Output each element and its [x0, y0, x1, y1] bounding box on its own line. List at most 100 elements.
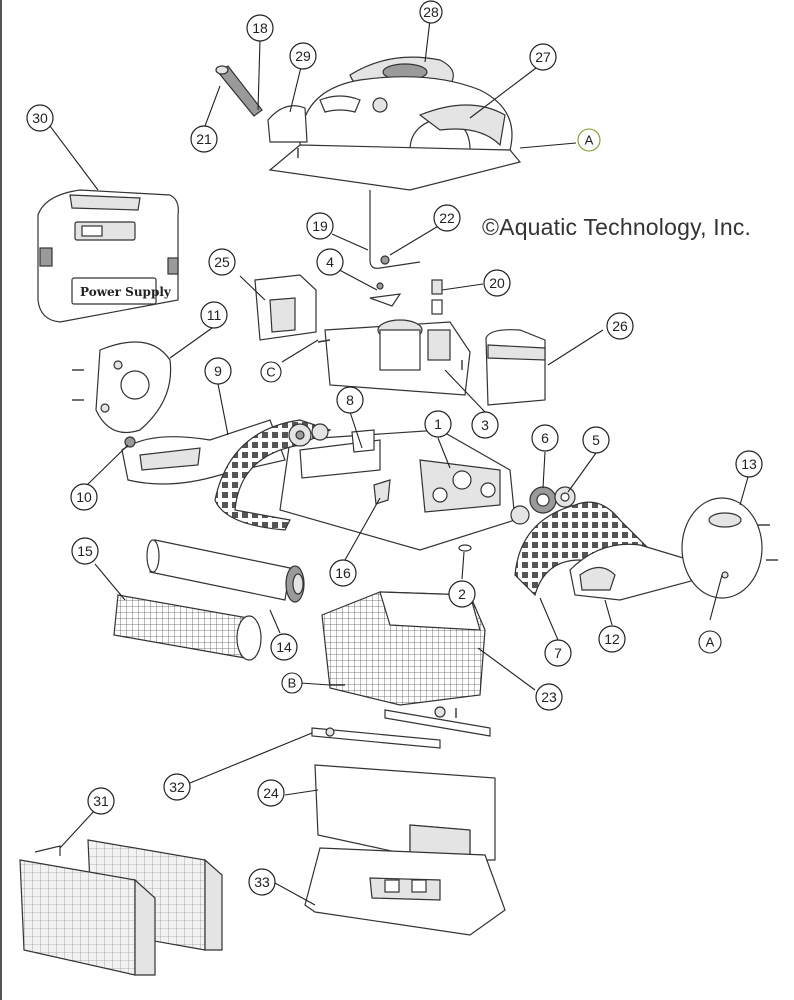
callout-29: 29: [289, 42, 317, 70]
callout-label: 4: [326, 254, 334, 270]
part-12-right-frame: [569, 543, 696, 601]
callout-28: 28: [419, 0, 443, 24]
part-16-clip: [373, 479, 391, 505]
callout-21: 21: [190, 125, 218, 153]
part-30-power-supply: Power Supply: [37, 189, 179, 323]
callout-6: 6: [531, 424, 559, 452]
part-3-motor-block: [317, 319, 471, 396]
callout-33: 33: [248, 868, 276, 896]
callout-9: 9: [204, 357, 232, 385]
callout-label: 10: [76, 489, 92, 505]
letter-marker-b: B: [281, 672, 303, 694]
callout-label: 27: [535, 49, 551, 65]
callout-18: 18: [246, 14, 274, 42]
callout-15: 15: [71, 537, 99, 565]
callout-label: 1: [434, 416, 442, 432]
part-26-cover: [485, 329, 546, 406]
callout-label: 33: [254, 874, 270, 890]
letter-label: A: [585, 133, 594, 148]
callout-label: 5: [592, 432, 600, 448]
callout-13: 13: [735, 450, 763, 478]
callout-30: 30: [26, 104, 54, 132]
callout-label: 31: [93, 793, 109, 809]
letter-marker-c: C: [260, 361, 282, 383]
axle-gear: [510, 505, 530, 525]
left-drive-track: [214, 419, 332, 531]
callout-25: 25: [208, 248, 236, 276]
letter-marker-a-bottom: A: [698, 630, 722, 654]
part-8-bracket: [351, 429, 375, 453]
callout-label: 11: [207, 307, 222, 323]
letter-label: A: [706, 635, 715, 650]
callout-7: 7: [544, 639, 572, 667]
part-14-roller: [146, 539, 305, 603]
part-29-side-panel: [267, 105, 308, 158]
callout-label: 3: [481, 417, 489, 433]
callout-16: 16: [329, 559, 357, 587]
power-supply-label: Power Supply: [80, 285, 172, 299]
part-11-left-end-plate: [72, 341, 172, 434]
part-2-clip: [458, 544, 472, 552]
callout-20: 20: [483, 269, 511, 297]
part-24-basket-frame: [314, 764, 496, 861]
part-27-hood: [268, 76, 522, 191]
callout-label: 29: [295, 48, 311, 64]
part-13-right-end-plate: [681, 497, 778, 599]
part-15-brush: [113, 594, 262, 661]
left-border: [0, 0, 2, 1000]
callout-label: 23: [541, 689, 557, 705]
callout-label: 12: [604, 631, 620, 647]
callout-5: 5: [582, 426, 610, 454]
part-33-bottom-tray: [304, 847, 506, 936]
letter-label: B: [288, 676, 297, 691]
callout-label: 9: [214, 363, 222, 379]
callout-label: 8: [346, 392, 354, 408]
callout-32: 32: [163, 773, 191, 801]
callout-label: 30: [32, 110, 48, 126]
part-4-impeller: [369, 282, 402, 307]
callout-label: 2: [458, 586, 466, 602]
callout-label: 22: [439, 210, 455, 226]
part-1-chassis: [279, 429, 516, 551]
letter-label: C: [266, 365, 275, 380]
callout-31: 31: [87, 787, 115, 815]
callout-23: 23: [535, 683, 563, 711]
callout-1: 1: [424, 410, 452, 438]
callout-label: 24: [263, 785, 279, 801]
callout-label: 28: [423, 4, 439, 20]
part-21-swivel: [215, 65, 263, 117]
part-20-plug: [431, 279, 443, 315]
callout-12: 12: [598, 625, 626, 653]
callout-4: 4: [316, 248, 344, 276]
callout-label: 18: [252, 20, 268, 36]
part-5-gear: [554, 486, 576, 508]
callout-27: 27: [529, 43, 557, 71]
callout-label: 21: [196, 131, 212, 147]
part-32-latches: [311, 706, 491, 749]
callout-label: 16: [335, 565, 351, 581]
part-19-cable: [369, 190, 421, 269]
callout-14: 14: [270, 633, 298, 661]
callout-10: 10: [70, 483, 98, 511]
callout-label: 14: [276, 639, 292, 655]
callout-3: 3: [471, 411, 499, 439]
callout-22: 22: [433, 204, 461, 232]
callout-label: 20: [489, 275, 505, 291]
leader-lines: [49, 19, 749, 906]
part-25-cover: [254, 274, 317, 341]
part-23-filter-basket: [321, 591, 486, 706]
part-6-gear: [529, 486, 557, 514]
copyright-notice: ©Aquatic Technology, Inc.: [482, 214, 752, 240]
callout-19: 19: [306, 212, 334, 240]
callout-label: 7: [554, 645, 562, 661]
callout-label: 6: [541, 430, 549, 446]
callout-24: 24: [257, 779, 285, 807]
part-31-filter-cartridges: [19, 839, 223, 976]
callout-label: 25: [214, 254, 230, 270]
callout-26: 26: [606, 312, 634, 340]
callout-label: 32: [169, 779, 185, 795]
callout-8: 8: [336, 386, 364, 414]
callout-label: 13: [741, 456, 757, 472]
callout-label: 26: [612, 318, 628, 334]
